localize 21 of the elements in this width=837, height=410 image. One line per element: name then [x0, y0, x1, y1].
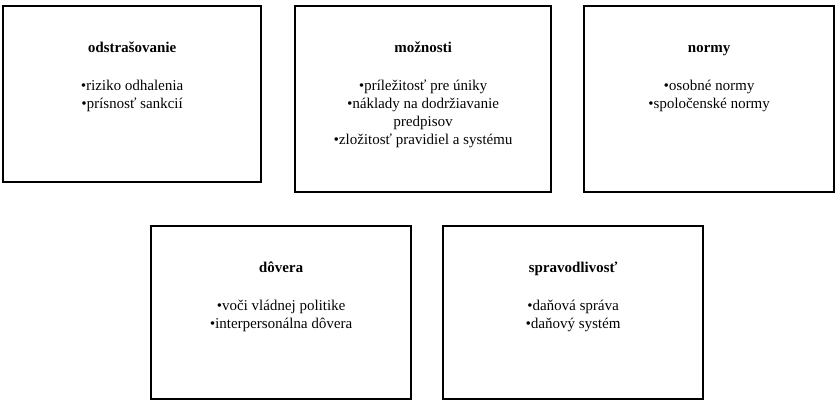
text-box: [294, 5, 552, 193]
text-box: [442, 225, 704, 400]
bullet-item: •spoločenské normy: [648, 95, 770, 113]
bullet-item: •interpersonálna dôvera: [210, 315, 352, 333]
text-box: [2, 5, 262, 183]
bullet-item: •daňová správa: [527, 297, 619, 315]
bullet-item: •voči vládnej politike: [216, 297, 346, 315]
bullet-item: •príležitosť pre úniky: [358, 77, 488, 95]
bullet-item: •zložitosť pravidiel a systému: [334, 131, 512, 149]
text-box: [583, 5, 835, 193]
box-heading: spravodlivosť: [528, 260, 618, 277]
bullet-item: •daňový systém: [526, 315, 620, 333]
bullet-item: •prísnosť sankcií: [81, 95, 183, 113]
bullet-item: •riziko odhalenia: [80, 77, 184, 95]
box-heading: odstrašovanie: [88, 40, 176, 57]
box-heading: dôvera: [258, 260, 304, 277]
bullet-item: •osobné normy: [664, 77, 754, 95]
text-box: [150, 225, 412, 400]
box-heading: možnosti: [394, 40, 452, 57]
box-heading: normy: [688, 40, 730, 57]
bullet-item: •náklady na dodržiavanie predpisov: [346, 95, 500, 131]
